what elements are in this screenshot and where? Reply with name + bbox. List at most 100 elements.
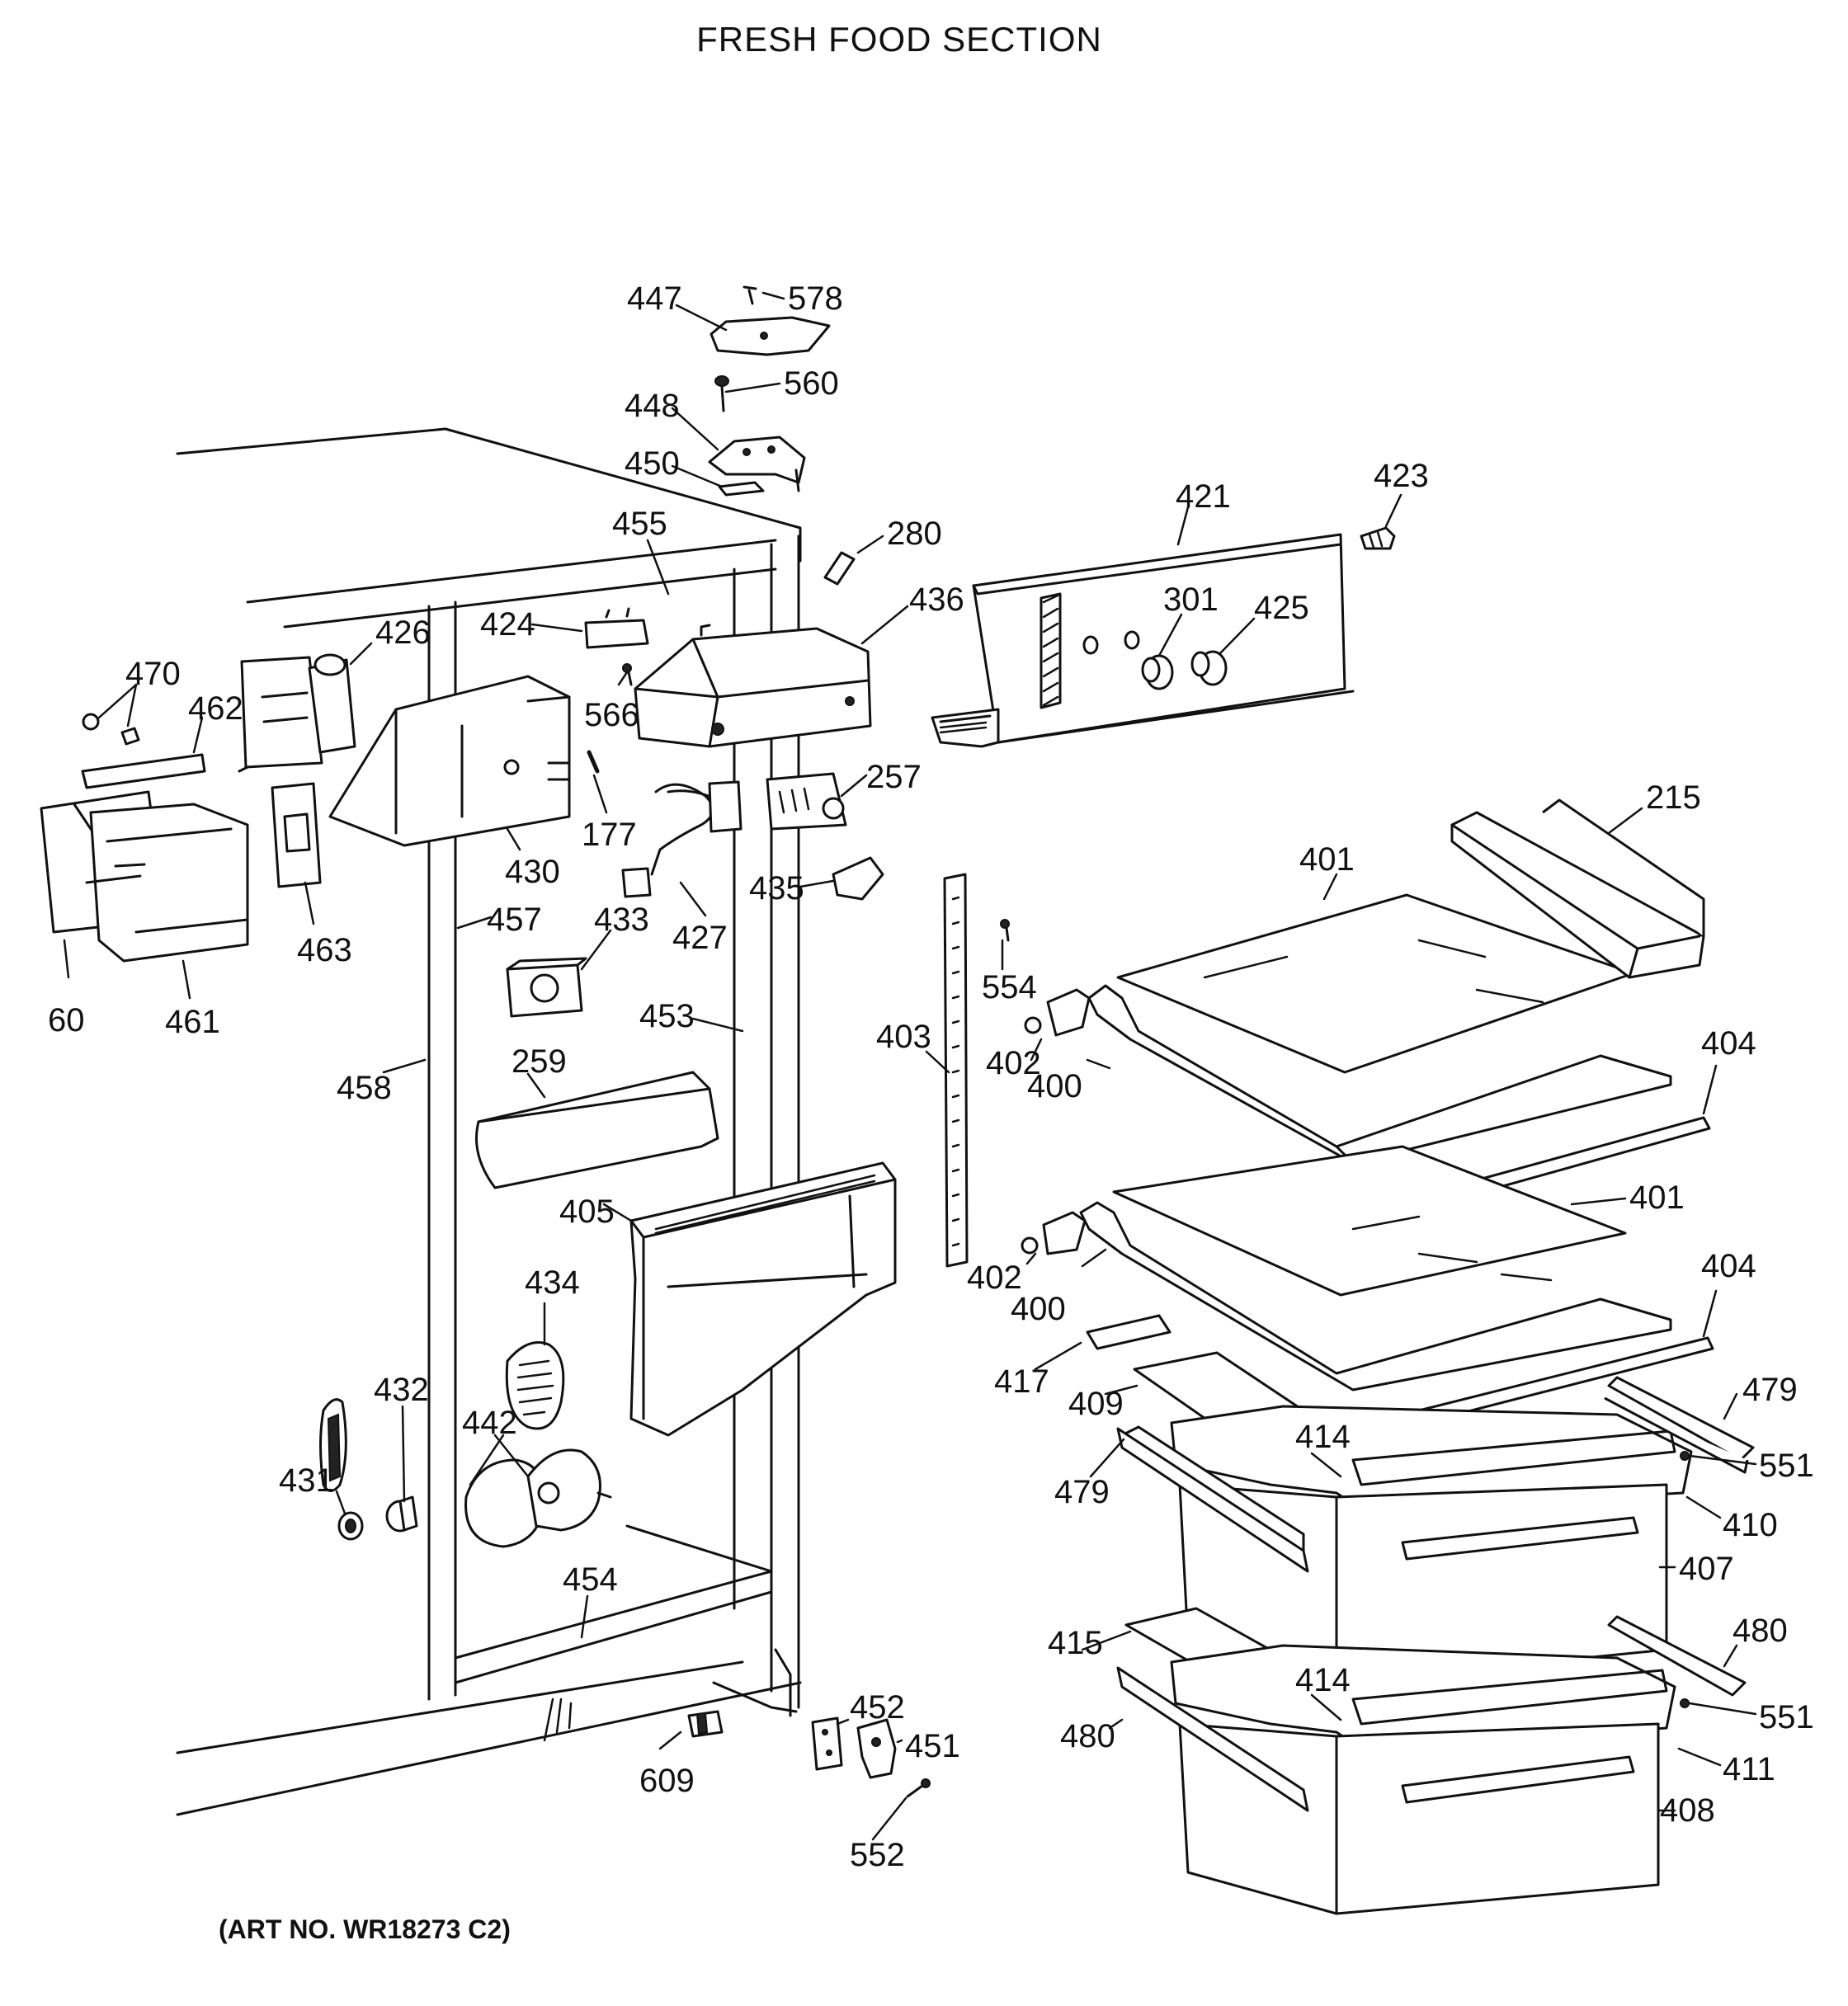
label-430: 430 [505,854,560,890]
label-402-b: 402 [967,1260,1022,1296]
label-414: 414 [1295,1419,1351,1455]
label-551: 551 [1759,1448,1814,1484]
fan-433 [506,957,587,1018]
label-280: 280 [887,516,942,552]
label-451: 451 [905,1728,960,1764]
bracket-462 [81,753,206,789]
label-455: 455 [612,506,667,542]
label-609: 609 [639,1763,695,1799]
leader-lines [63,291,1757,1841]
label-447: 447 [627,280,682,317]
label-436: 436 [909,582,964,618]
label-414-b: 414 [1295,1662,1351,1698]
screw-552 [906,1778,931,1798]
hinge-block-463 [271,782,322,888]
label-480: 480 [1732,1613,1788,1649]
label-259: 259 [512,1043,567,1080]
drawer-upper [1116,1376,1755,1684]
hinge-451 [856,1718,897,1779]
knob-425 [1190,650,1228,686]
label-458: 458 [337,1070,392,1106]
label-463: 463 [297,932,352,968]
label-257: 257 [866,759,922,795]
damper-442 [464,1448,612,1548]
label-434: 434 [525,1264,580,1301]
screw-177 [587,750,600,774]
light-socket-426 [238,653,356,773]
label-401: 401 [1299,841,1355,878]
label-410: 410 [1723,1507,1778,1543]
shelf-middle [1021,1145,1714,1424]
bushing-432 [337,1495,418,1541]
screw-566 [622,663,633,686]
bulb-423 [1360,526,1396,550]
label-566: 566 [584,697,639,733]
label-403: 403 [876,1019,931,1055]
label-417: 417 [994,1363,1049,1400]
label-421: 421 [1176,478,1231,515]
label-424: 424 [480,606,535,643]
label-177: 177 [582,817,637,853]
screw-578 [742,285,757,305]
timer-257 [766,772,847,831]
label-400: 400 [1027,1068,1082,1104]
label-454: 454 [563,1561,618,1598]
label-552: 552 [850,1837,905,1873]
label-405: 405 [559,1194,615,1230]
switch-424 [584,607,649,649]
label-480-b: 480 [1060,1718,1115,1754]
art-number: (ART NO. WR18273 C2) [219,1914,511,1944]
label-457: 457 [487,902,542,938]
label-426: 426 [375,615,431,651]
label-301: 301 [1163,582,1219,618]
label-551-b: 551 [1759,1699,1814,1735]
label-409: 409 [1068,1386,1124,1422]
label-427: 427 [672,920,728,956]
label-411: 411 [1723,1751,1775,1787]
grille-434 [505,1341,565,1430]
label-404: 404 [1701,1025,1756,1062]
label-479-b: 479 [1054,1474,1110,1510]
label-448: 448 [625,388,680,424]
label-554: 554 [982,969,1037,1005]
stop-609 [687,1710,724,1738]
label-578: 578 [788,280,843,317]
label-431: 431 [279,1462,334,1499]
evaporator-cover-430 [328,675,571,847]
label-404-b: 404 [1701,1248,1756,1284]
label-450: 450 [625,445,680,482]
shim-450 [718,481,765,497]
label-415: 415 [1048,1625,1103,1661]
label-470: 470 [125,656,181,692]
label-402: 402 [986,1045,1041,1081]
label-433: 433 [594,902,649,938]
label-461: 461 [165,1004,220,1040]
label-479: 479 [1742,1372,1798,1408]
hinge-448 [708,436,806,492]
label-442: 442 [462,1405,517,1441]
drawer-lower [1116,1615,1747,1915]
diagram-title: FRESH FOOD SECTION [696,20,1102,59]
label-215: 215 [1646,779,1701,816]
label-453: 453 [639,998,695,1034]
air-duct-405 [629,1161,897,1437]
label-560: 560 [784,365,839,402]
gasket-431 [319,1398,347,1492]
control-housing-436 [634,624,872,748]
screw-554 [1000,919,1010,942]
label-60: 60 [48,1002,85,1038]
bin-215 [1450,798,1705,979]
part-435 [832,856,884,901]
bracket-417 [1086,1314,1172,1350]
label-407: 407 [1679,1551,1734,1587]
label-452: 452 [850,1689,905,1726]
label-432: 432 [374,1372,429,1408]
label-400-b: 400 [1011,1291,1066,1327]
screw-560 [714,375,729,412]
part-280 [823,551,856,586]
label-408: 408 [1660,1792,1715,1829]
label-401-b: 401 [1629,1180,1685,1216]
label-423: 423 [1374,458,1429,494]
cover-259 [475,1071,719,1189]
